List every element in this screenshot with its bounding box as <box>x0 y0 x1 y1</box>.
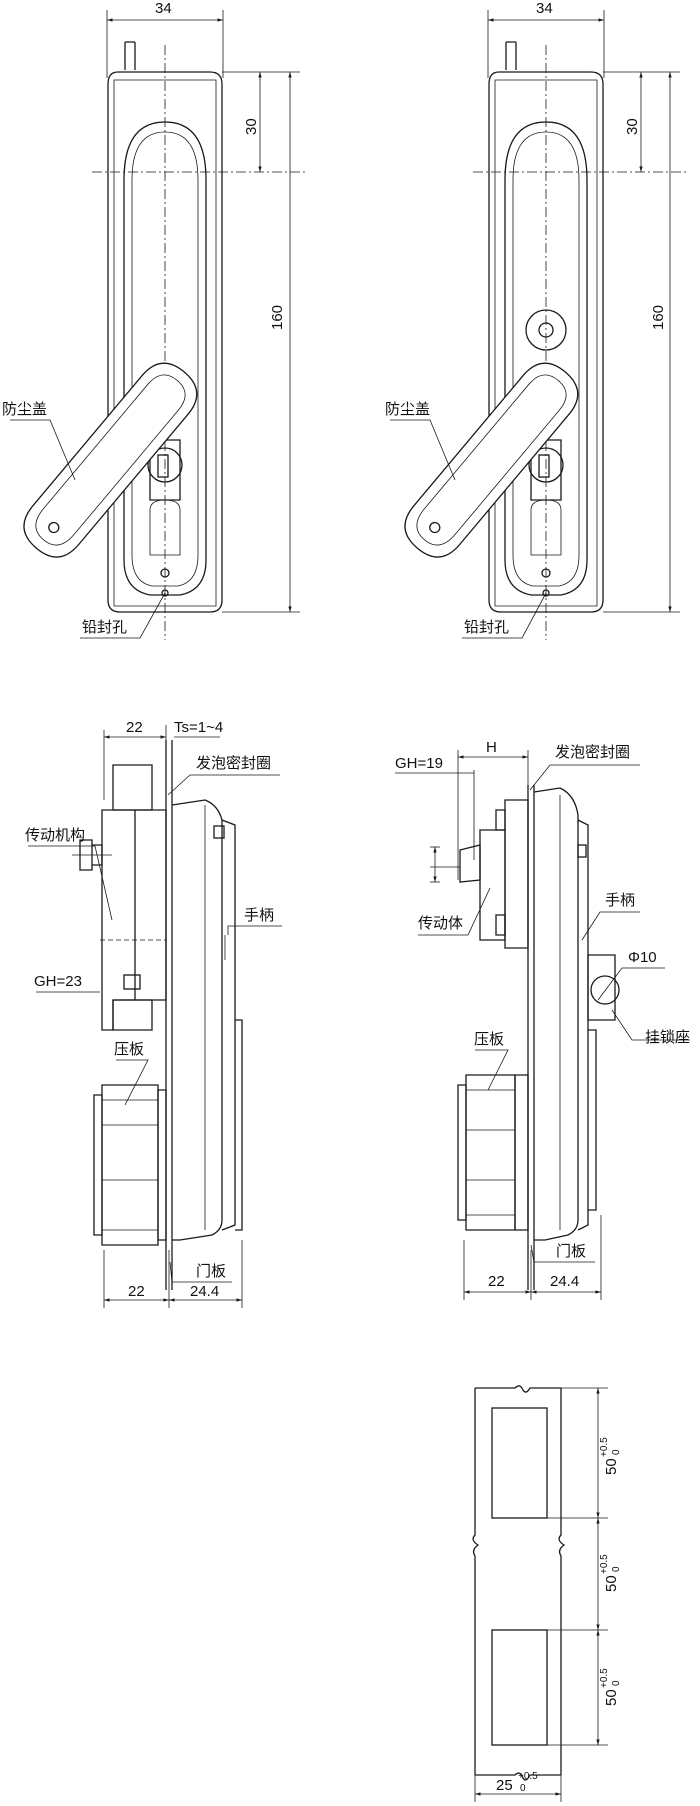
width-dim-label: 34 <box>155 0 172 17</box>
dim-160-label: 160 <box>269 305 286 330</box>
dim-22-bottom-label: 22 <box>488 1273 505 1290</box>
dim-25-label: 25 <box>496 1777 513 1794</box>
padlock-seat-label: 挂锁座 <box>645 1029 690 1046</box>
side-view-right: H GH=19 <box>395 739 690 1300</box>
dim-160-label: 160 <box>650 305 667 330</box>
front-view-left: 34 30 160 <box>2 0 305 640</box>
dim-h-label: H <box>486 739 497 756</box>
dim-30-label: 30 <box>624 118 641 135</box>
side-view-left: 22 Ts=1~4 <box>25 719 282 1308</box>
cutout-view: 50 +0.5 0 50 +0.5 0 50 +0.5 0 25 +0.5 0 <box>472 1385 622 1802</box>
phi-label: Φ10 <box>628 949 657 966</box>
dim-ts-label: Ts=1~4 <box>174 719 223 736</box>
tol-lower-a: 0 <box>611 1449 622 1455</box>
tol-lower-b: 0 <box>611 1566 622 1572</box>
width-dim-label: 34 <box>536 0 553 17</box>
dim-22-bottom-label: 22 <box>128 1283 145 1300</box>
handle-label: 手柄 <box>605 892 635 909</box>
dim-50-c-label: 50 <box>603 1689 620 1706</box>
dim-50-b-label: 50 <box>603 1575 620 1592</box>
tol-lower-c: 0 <box>611 1680 622 1686</box>
dim-24-4-label: 24.4 <box>190 1283 219 1300</box>
dim-22-top-label: 22 <box>126 719 143 736</box>
foam-seal-label: 发泡密封圈 <box>196 755 271 772</box>
handle-label: 手柄 <box>244 907 274 924</box>
mechanism-label: 传动机构 <box>25 827 85 844</box>
press-plate-label: 压板 <box>474 1030 504 1048</box>
dust-cover-label: 防尘盖 <box>385 401 430 418</box>
dim-24-4-label: 24.4 <box>550 1273 579 1290</box>
dust-cover-label: 防尘盖 <box>2 401 47 418</box>
front-view-right: 34 30 160 防尘盖 铅封孔 <box>385 0 686 640</box>
gh-label: GH=23 <box>34 973 82 990</box>
seal-hole-label: 铅封孔 <box>82 619 127 636</box>
tol-upper-c: +0.5 <box>599 1668 610 1688</box>
gh-label: GH=19 <box>395 755 443 772</box>
seal-hole-label: 铅封孔 <box>464 619 509 636</box>
door-panel-label: 门板 <box>196 1262 226 1280</box>
transmission-label: 传动体 <box>418 915 463 932</box>
tol-upper-b: +0.5 <box>599 1554 610 1574</box>
tol-lower-25: 0 <box>520 1783 526 1794</box>
dim-30-label: 30 <box>243 118 260 135</box>
foam-seal-label: 发泡密封圈 <box>555 744 630 761</box>
dim-50-a-label: 50 <box>603 1458 620 1475</box>
press-plate-label: 压板 <box>114 1040 144 1058</box>
door-panel-label: 门板 <box>556 1242 586 1260</box>
tol-upper-25: +0.5 <box>518 1771 538 1782</box>
tol-upper-a: +0.5 <box>599 1437 610 1457</box>
